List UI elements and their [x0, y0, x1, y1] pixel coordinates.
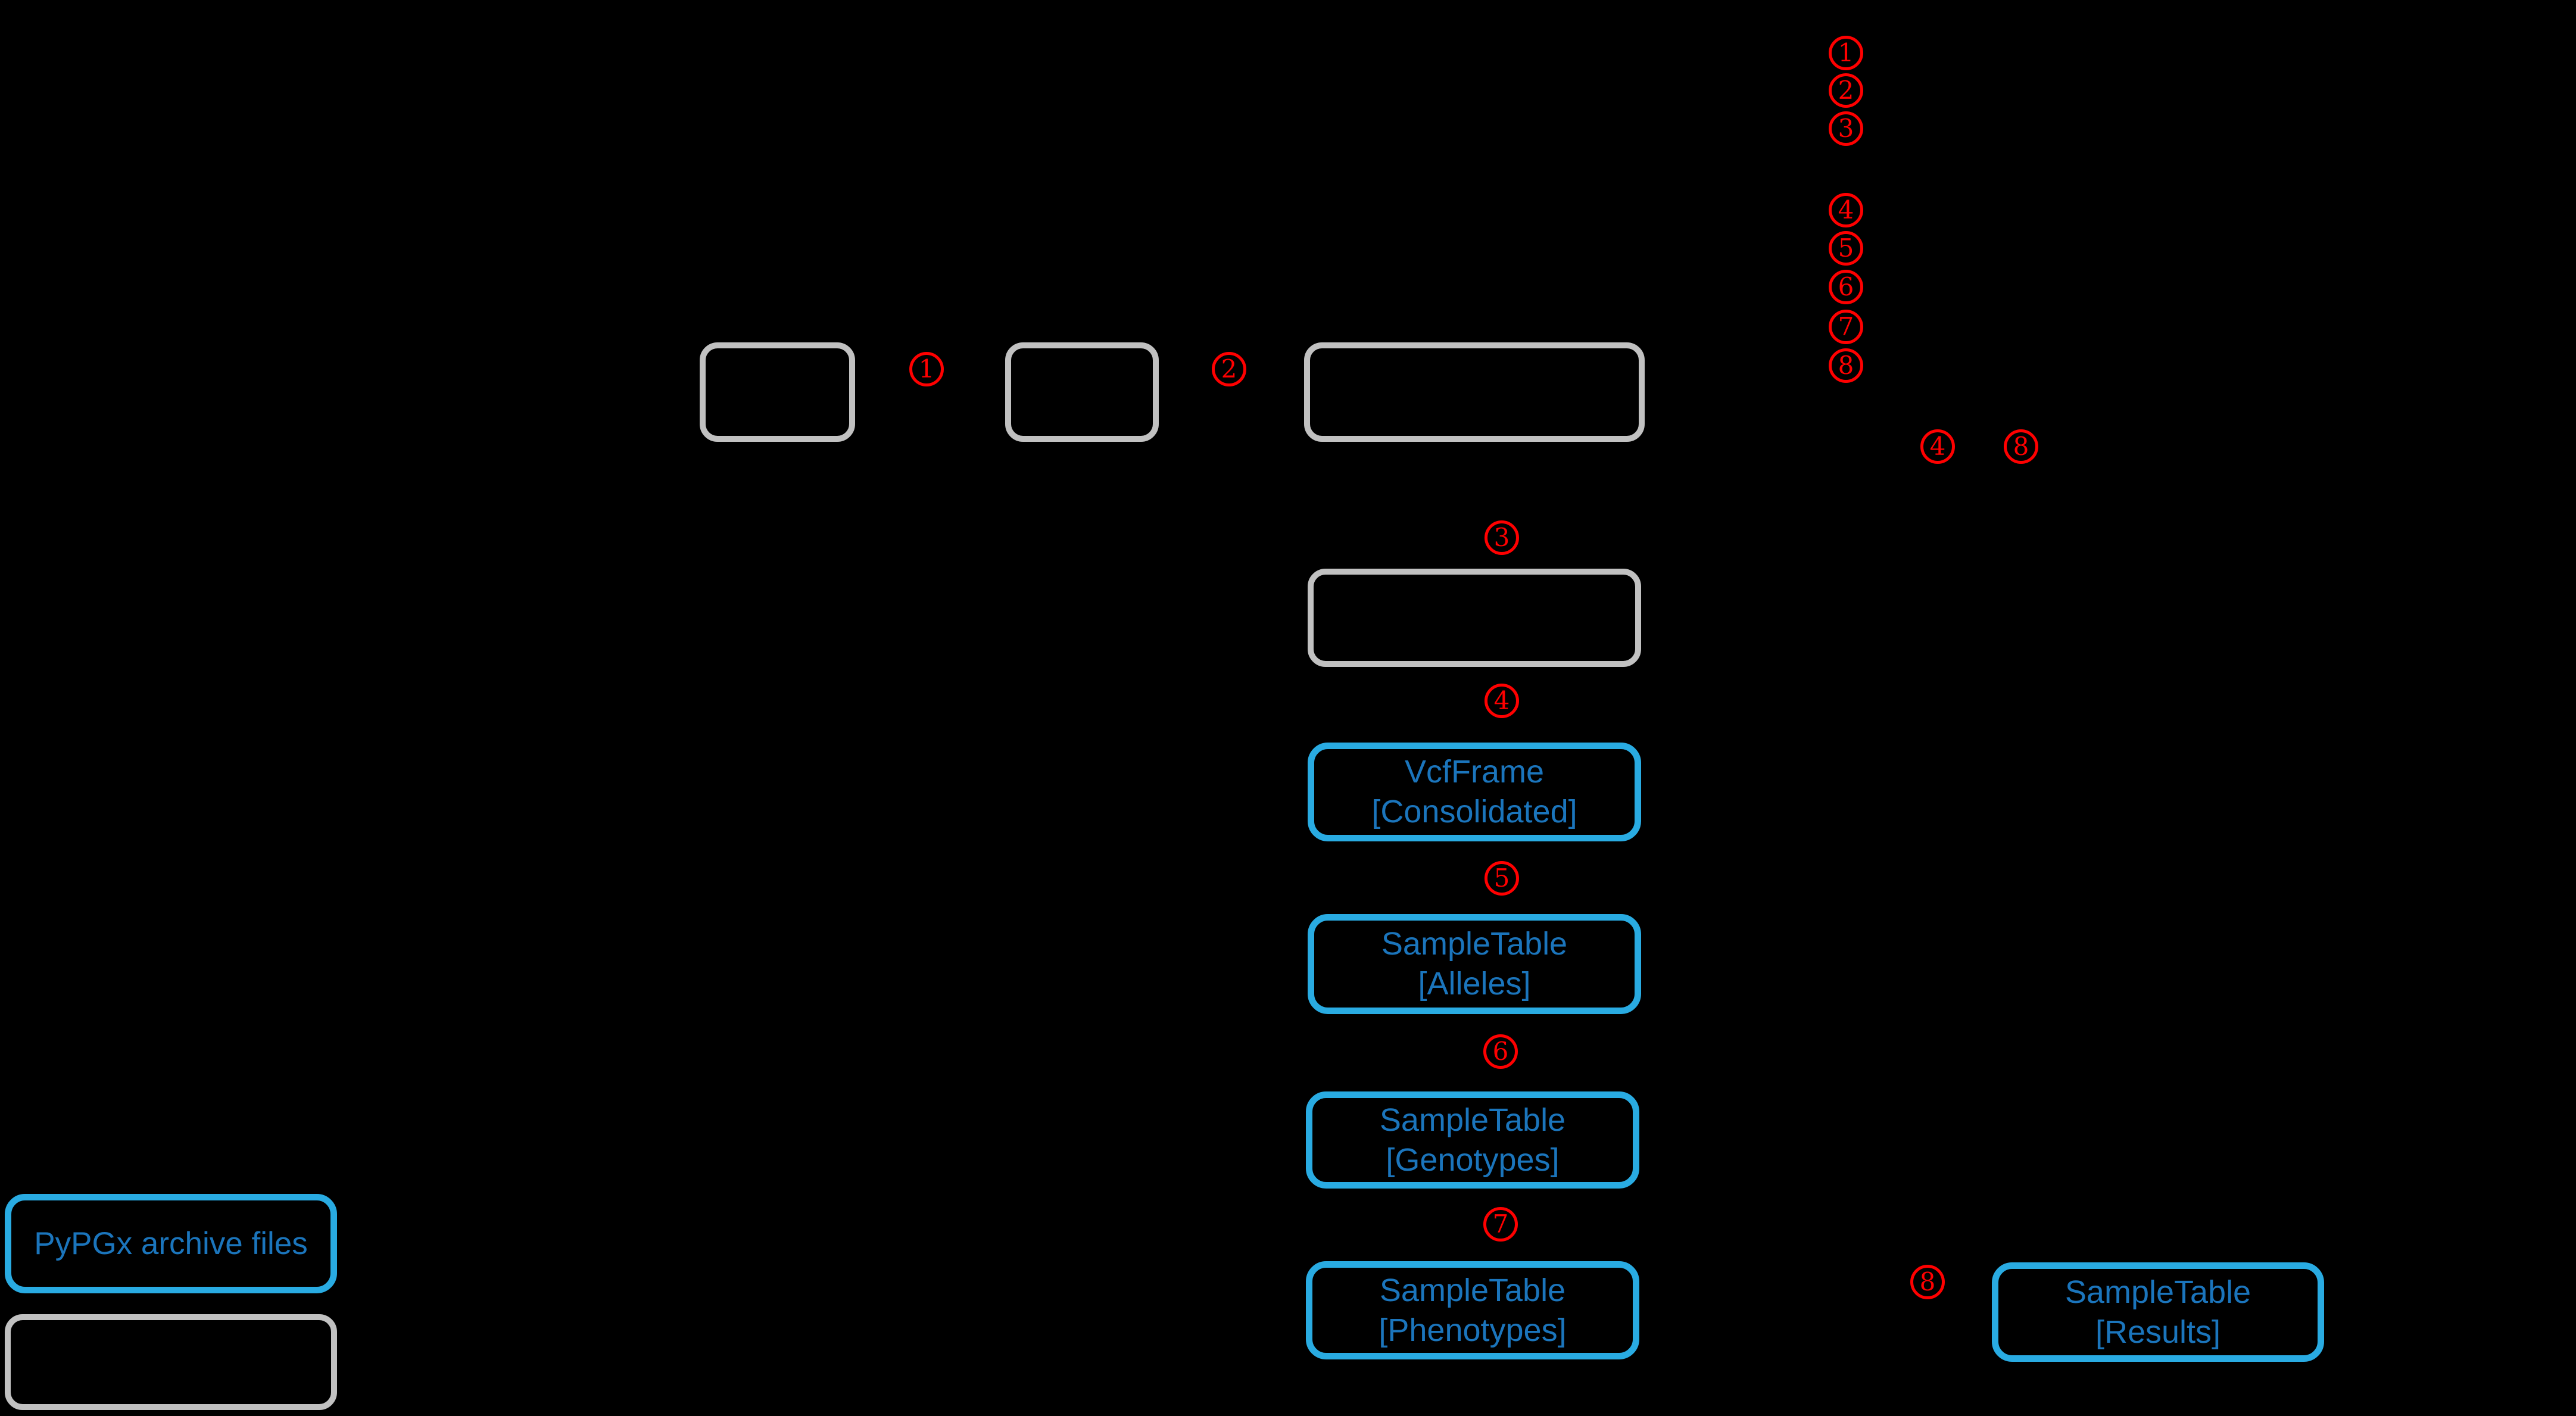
flow-step-7-circle: 7	[1483, 1207, 1518, 1242]
legend-step-4-circle: 4	[1829, 193, 1863, 227]
legend-step-7-circle: 7	[1829, 310, 1863, 344]
branch-step-4-circle: 4	[1920, 429, 1955, 464]
node-label-line1: SampleTable	[1381, 926, 1568, 962]
node-sampletable-alleles: SampleTable [Alleles]	[1308, 914, 1641, 1014]
node-label-line2: [Results]	[2095, 1314, 2221, 1350]
node-label-line2: [Consolidated]	[1371, 794, 1577, 829]
node-sampletable-results: SampleTable [Results]	[1992, 1262, 2324, 1362]
flow-step-4-circle: 4	[1485, 684, 1519, 718]
key-label: PyPGx archive files	[34, 1226, 308, 1261]
legend-step-8-circle: 8	[1829, 348, 1863, 383]
node-label-line1: SampleTable	[1379, 1272, 1566, 1308]
flow-step-6-circle: 6	[1483, 1034, 1518, 1069]
legend-step-6-circle: 6	[1829, 270, 1863, 304]
flow-node-empty-3	[1304, 342, 1645, 442]
node-vcfframe-consolidated: VcfFrame [Consolidated]	[1308, 743, 1641, 841]
legend-step-5-circle: 5	[1829, 231, 1863, 266]
node-sampletable-genotypes: SampleTable [Genotypes]	[1306, 1091, 1639, 1189]
node-label-line1: VcfFrame	[1404, 754, 1545, 790]
flow-step-5-circle: 5	[1485, 861, 1519, 896]
flow-node-empty-1	[700, 342, 855, 442]
legend-step-1-circle: 1	[1829, 36, 1863, 70]
node-label-line2: [Alleles]	[1418, 966, 1531, 1002]
node-label-line2: [Phenotypes]	[1379, 1312, 1567, 1348]
node-label-line1: SampleTable	[1379, 1102, 1566, 1138]
results-step-8-circle: 8	[1910, 1265, 1945, 1299]
flow-node-empty-4	[1308, 569, 1641, 667]
flow-node-empty-2	[1005, 342, 1159, 442]
flow-step-2-circle: 2	[1212, 352, 1246, 386]
flow-step-1-circle: 1	[909, 352, 944, 386]
node-label-line2: [Genotypes]	[1386, 1141, 1560, 1178]
key-pypgx-archive-files: PyPGx archive files	[5, 1194, 337, 1293]
branch-step-8-circle: 8	[2004, 429, 2038, 464]
node-sampletable-phenotypes: SampleTable [Phenotypes]	[1306, 1261, 1639, 1359]
legend-step-2-circle: 2	[1829, 73, 1863, 108]
flow-step-3-circle: 3	[1485, 520, 1519, 555]
node-label-line1: SampleTable	[2064, 1274, 2251, 1310]
key-node-empty	[5, 1314, 337, 1410]
legend-step-3-circle: 3	[1829, 111, 1863, 146]
